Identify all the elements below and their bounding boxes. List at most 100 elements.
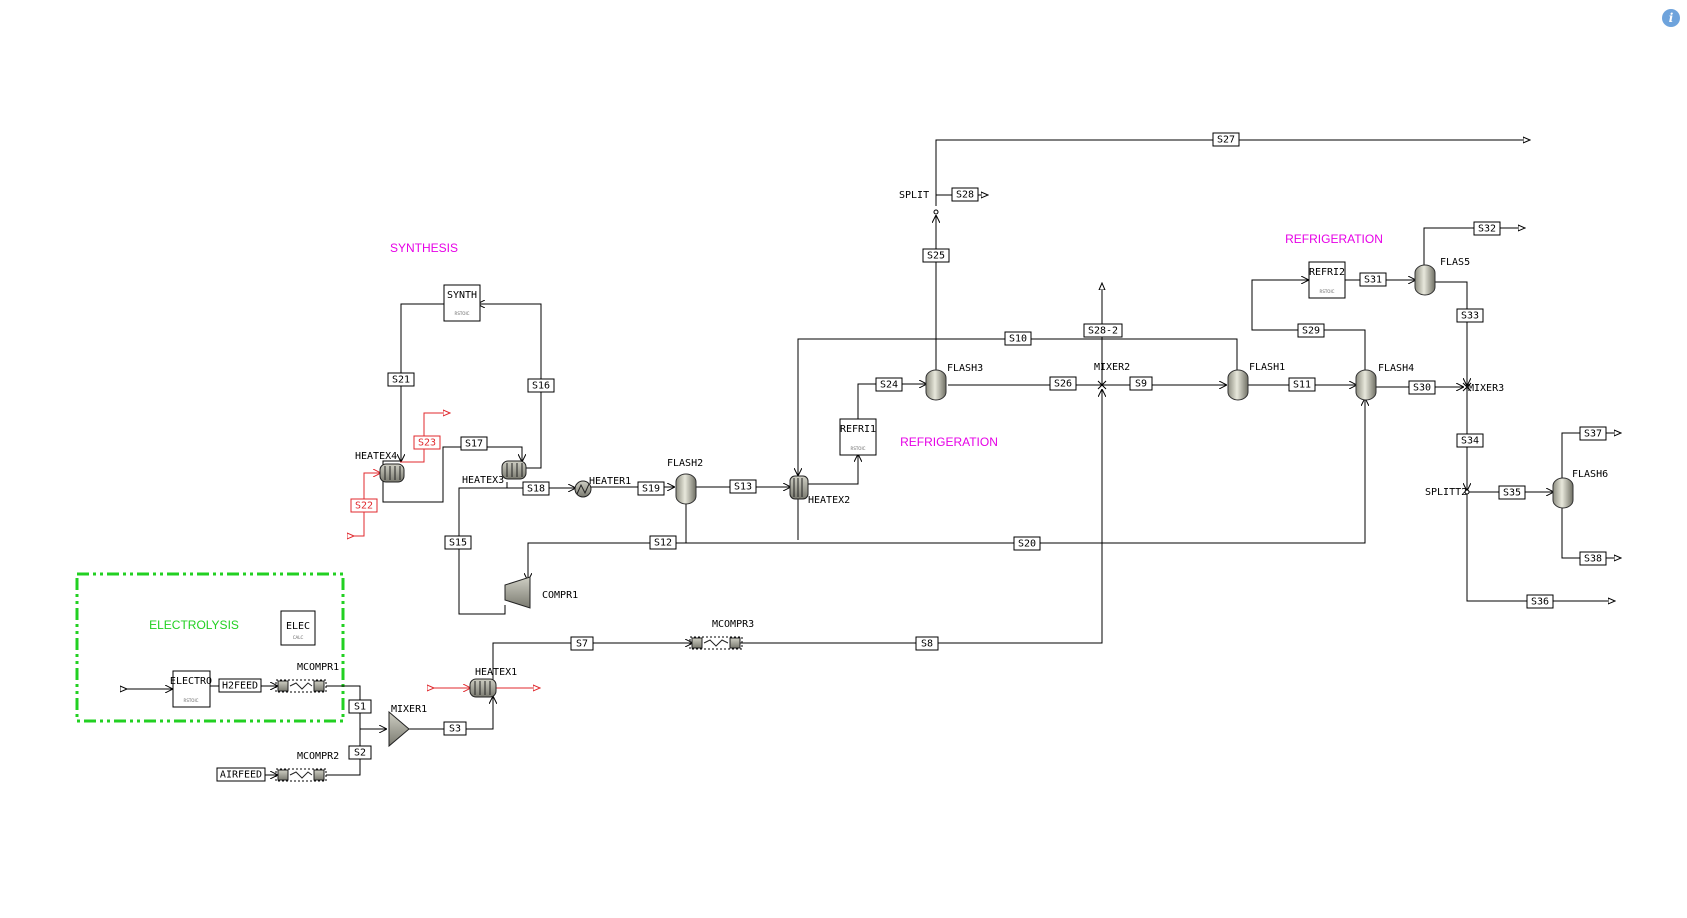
svg-text:S27: S27	[1217, 135, 1235, 146]
block-mixer1[interactable]: MIXER1	[388, 704, 427, 748]
svg-text:FLASH4: FLASH4	[1378, 363, 1414, 374]
svg-text:HEATEX3: HEATEX3	[462, 475, 504, 486]
svg-text:S30: S30	[1413, 383, 1431, 394]
block-elec[interactable]: ELEC CALC	[280, 610, 316, 646]
stream-tag-s18[interactable]: S18	[522, 481, 550, 496]
block-mcompr2[interactable]: MCOMPR2	[275, 751, 339, 782]
stream-tag-s25[interactable]: S25	[922, 248, 950, 263]
stream-tag-s32[interactable]: S32	[1473, 221, 1501, 236]
stream-tag-s33[interactable]: S33	[1456, 308, 1484, 323]
svg-text:S3: S3	[449, 724, 461, 735]
stream-tag-s19[interactable]: S19	[637, 481, 665, 496]
svg-text:REFRI1: REFRI1	[840, 424, 876, 435]
block-flash6[interactable]: FLASH6	[1552, 469, 1608, 509]
stream-tag-s23[interactable]: S23	[413, 435, 441, 450]
stream-tag-s8[interactable]: S8	[915, 636, 939, 651]
svg-text:RSTOIC: RSTOIC	[1320, 289, 1335, 294]
stream-tag-s7[interactable]: S7	[570, 636, 594, 651]
stream-tag-s29[interactable]: S29	[1297, 323, 1325, 338]
block-flash3[interactable]: FLASH3	[925, 363, 983, 401]
block-synth[interactable]: SYNTH RSTOIC	[443, 284, 481, 322]
svg-text:FLASH3: FLASH3	[947, 363, 983, 374]
block-mixer3[interactable]: MIXER3	[1462, 382, 1504, 394]
svg-text:FLASH6: FLASH6	[1572, 469, 1608, 480]
svg-text:MCOMPR3: MCOMPR3	[712, 619, 754, 630]
stream-tag-s15[interactable]: S15	[444, 535, 472, 550]
svg-text:HEATEX4: HEATEX4	[355, 451, 397, 462]
stream-tag-s17[interactable]: S17	[460, 436, 488, 451]
stream-tag-s1[interactable]: S1	[348, 699, 372, 714]
stream-tag-s22[interactable]: S22	[350, 498, 378, 513]
block-mcompr1[interactable]: MCOMPR1	[275, 662, 339, 693]
block-splitt2[interactable]: SPLITT2	[1425, 487, 1470, 498]
stream-tag-s30[interactable]: S30	[1408, 380, 1436, 395]
svg-text:RSTOIC: RSTOIC	[851, 446, 866, 451]
stream-tag-s24[interactable]: S24	[875, 377, 903, 392]
svg-text:MIXER2: MIXER2	[1094, 362, 1130, 373]
block-split[interactable]: SPLIT	[899, 190, 939, 215]
section-label-electrolysis: ELECTROLYSIS	[149, 618, 239, 632]
svg-text:H2FEED: H2FEED	[222, 681, 258, 692]
block-flash4[interactable]: FLASH4	[1355, 363, 1414, 401]
svg-text:HEATEX1: HEATEX1	[475, 667, 517, 678]
stream-tag-s34[interactable]: S34	[1456, 433, 1484, 448]
section-label-refrigeration-2: REFRIGERATION	[1285, 232, 1383, 246]
block-refri1[interactable]: REFRI1 RSTOIC	[839, 418, 877, 456]
stream-tag-airfeed[interactable]: AIRFEED	[216, 767, 266, 782]
stream-tag-s35[interactable]: S35	[1498, 485, 1526, 500]
block-heatex4[interactable]: HEATEX4	[355, 451, 405, 483]
stream-tag-s20[interactable]: S20	[1013, 536, 1041, 551]
block-refri2[interactable]: REFRI2 RSTOIC	[1308, 261, 1346, 299]
stream-tag-s16[interactable]: S16	[527, 378, 555, 393]
block-flash2[interactable]: FLASH2	[667, 458, 703, 505]
block-heatex3[interactable]: HEATEX3	[462, 460, 527, 486]
svg-text:S20: S20	[1018, 539, 1036, 550]
svg-text:SYNTH: SYNTH	[447, 290, 477, 301]
stream-tag-h2feed[interactable]: H2FEED	[218, 678, 262, 693]
block-mixer2[interactable]: MIXER2	[1094, 362, 1130, 390]
svg-text:S1: S1	[354, 702, 366, 713]
svg-text:S37: S37	[1584, 429, 1602, 440]
svg-text:S36: S36	[1531, 597, 1549, 608]
svg-text:MCOMPR1: MCOMPR1	[297, 662, 339, 673]
block-heater1[interactable]: HEATER1	[574, 476, 631, 498]
stream-tag-s9[interactable]: S9	[1129, 376, 1153, 391]
svg-text:S25: S25	[927, 251, 945, 262]
svg-text:MCOMPR2: MCOMPR2	[297, 751, 339, 762]
stream-tag-s36[interactable]: S36	[1526, 594, 1554, 609]
stream-tag-s13[interactable]: S13	[729, 479, 757, 494]
stream-tag-s31[interactable]: S31	[1359, 272, 1387, 287]
stream-tag-s38[interactable]: S38	[1579, 551, 1607, 566]
svg-text:FLAS5: FLAS5	[1440, 257, 1470, 268]
stream-tag-s10[interactable]: S10	[1004, 331, 1032, 346]
block-heatex1[interactable]: HEATEX1	[469, 667, 517, 698]
svg-text:S7: S7	[576, 639, 588, 650]
stream-tag-s2[interactable]: S2	[348, 745, 372, 760]
svg-text:S38: S38	[1584, 554, 1602, 565]
svg-text:S2: S2	[354, 748, 366, 759]
svg-text:ELEC: ELEC	[286, 621, 310, 632]
block-flash1[interactable]: FLASH1	[1227, 362, 1285, 401]
stream-tag-s28[interactable]: S28	[951, 187, 979, 202]
block-electro[interactable]: ELECTRO RSTOIC	[170, 670, 212, 708]
svg-text:COMPR1: COMPR1	[542, 590, 578, 601]
block-mcompr3[interactable]: MCOMPR3	[689, 619, 754, 650]
block-flas5[interactable]: FLAS5	[1414, 257, 1470, 296]
stream-tag-s12[interactable]: S12	[649, 535, 677, 550]
svg-text:S28-2: S28-2	[1088, 326, 1118, 337]
stream-tag-s3[interactable]: S3	[443, 721, 467, 736]
stream-tag-s26[interactable]: S26	[1049, 376, 1077, 391]
stream-tag-s27[interactable]: S27	[1212, 132, 1240, 147]
svg-text:FLASH2: FLASH2	[667, 458, 703, 469]
svg-text:S17: S17	[465, 439, 483, 450]
stream-tag-s28-2[interactable]: S28-2	[1083, 323, 1123, 338]
stream-tag-s37[interactable]: S37	[1579, 426, 1607, 441]
stream-tag-s11[interactable]: S11	[1288, 377, 1316, 392]
stream-tag-s21[interactable]: S21	[387, 372, 415, 387]
block-heatex2[interactable]: HEATEX2	[789, 475, 850, 506]
svg-text:S29: S29	[1302, 326, 1320, 337]
svg-text:S12: S12	[654, 538, 672, 549]
info-icon[interactable]: i	[1662, 9, 1680, 27]
block-compr1[interactable]: COMPR1	[504, 576, 578, 609]
